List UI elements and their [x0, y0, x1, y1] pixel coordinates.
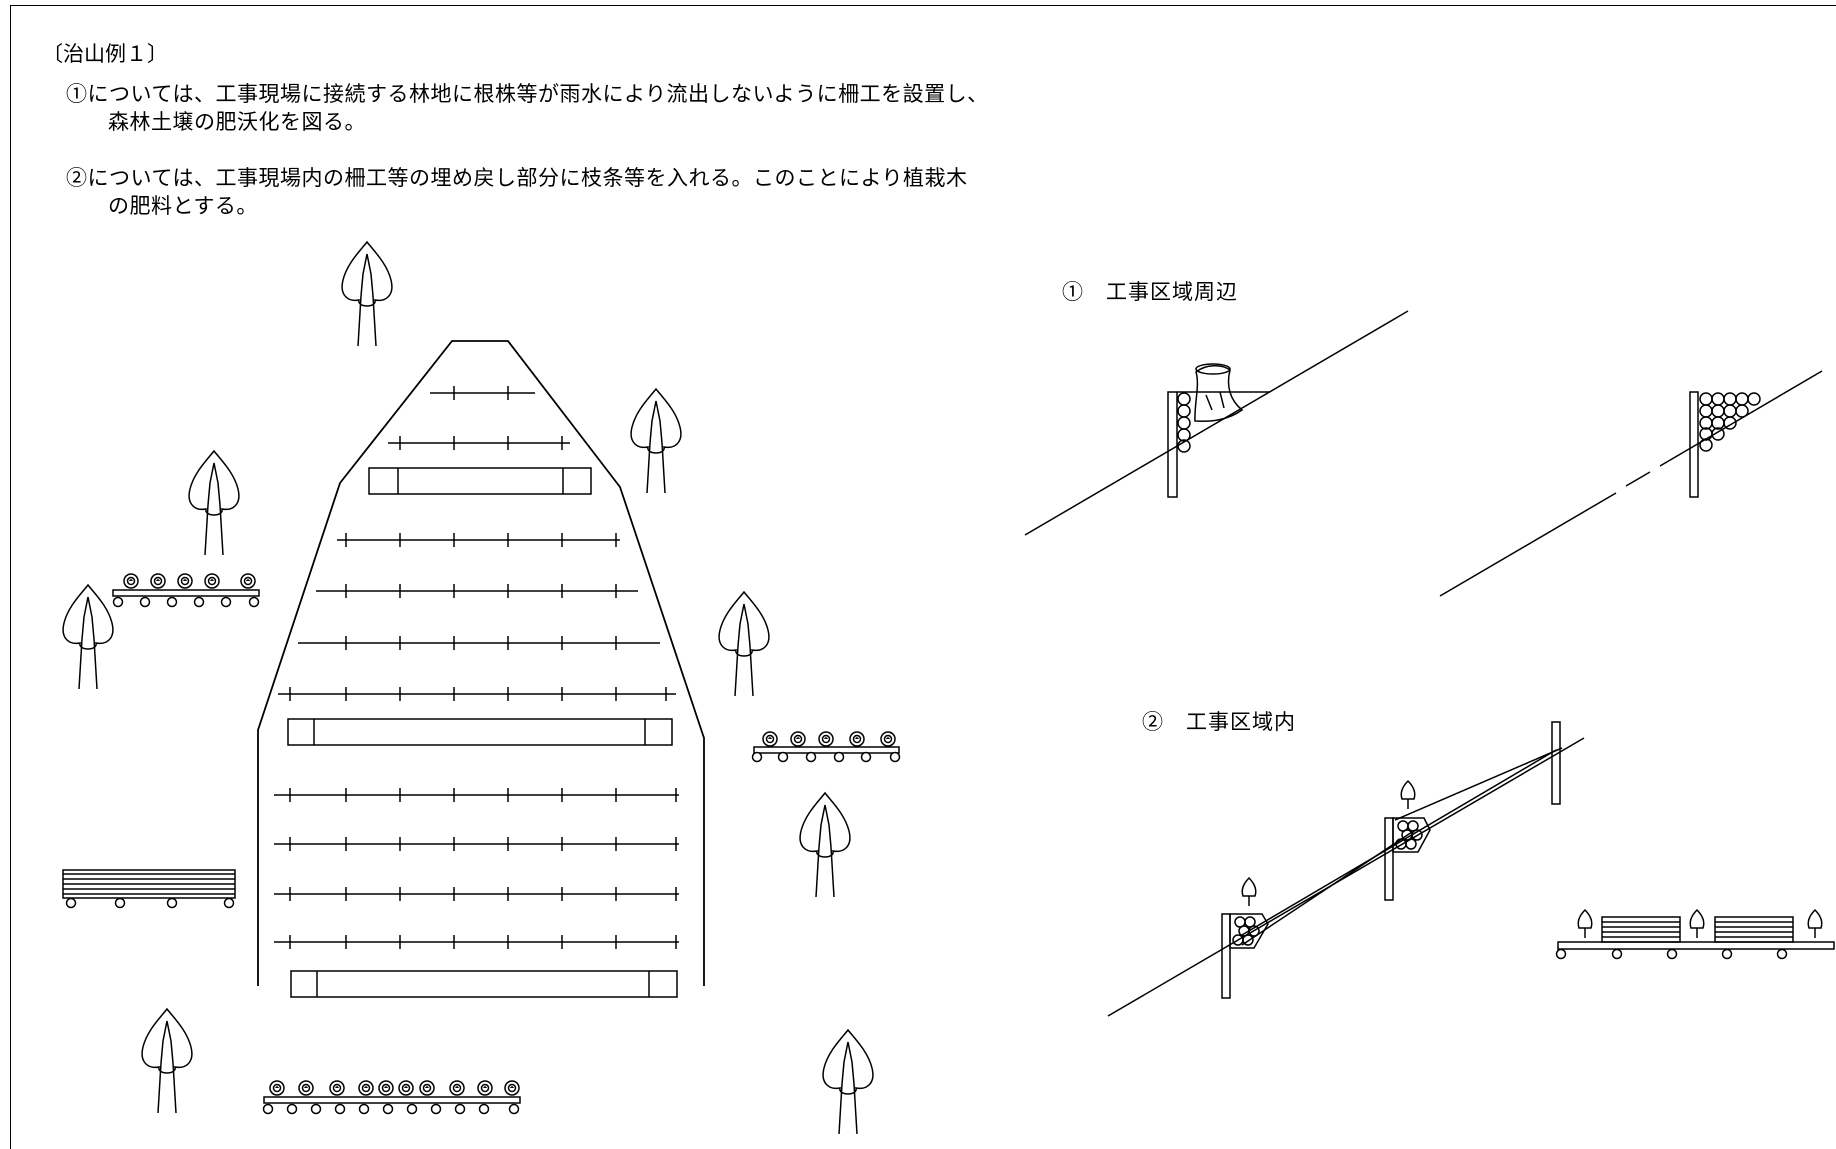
tree-icon [1241, 877, 1257, 907]
tree-icon [188, 450, 240, 556]
page-frame [10, 5, 1836, 1149]
tree-icon [799, 792, 851, 898]
item2-line2: の肥料とする。 [108, 194, 258, 218]
item1-line2: 森林土壌の肥沃化を図る。 [108, 110, 366, 134]
log-stack-icon [751, 731, 901, 763]
log-stack-icon [262, 1080, 521, 1115]
fence-structures [288, 468, 677, 997]
contour-fences [274, 386, 679, 949]
bench-icon [1555, 917, 1835, 960]
section1-right [1440, 371, 1822, 596]
bench-icon [63, 870, 235, 909]
tree-icon [1400, 780, 1416, 810]
tree-icon [141, 1008, 193, 1114]
section2 [1108, 722, 1584, 1016]
tree-icon [630, 388, 682, 494]
tree-icon [341, 241, 393, 347]
tree-icon [1689, 909, 1705, 939]
figure2-label: ② 工事区域内 [1142, 710, 1296, 734]
figure1-label: ① 工事区域周辺 [1062, 280, 1238, 304]
log-stack-icon [113, 573, 259, 608]
stump-icon [1195, 364, 1242, 421]
tree-icon [822, 1029, 874, 1135]
tree-icon [62, 584, 114, 690]
tree-icon [1577, 909, 1593, 939]
tree-icon [718, 591, 770, 697]
heading: 〔治山例１〕 [42, 42, 168, 66]
slope-outline [258, 341, 704, 986]
item2-line1: ②については、工事現場内の柵工等の埋め戻し部分に枝条等を入れる。このことにより植… [66, 166, 968, 190]
item1-line1: ①については、工事現場に接続する林地に根株等が雨水により流出しないように柵工を設… [66, 82, 989, 106]
tree-icon [1807, 909, 1823, 939]
section1-left [1025, 311, 1408, 535]
